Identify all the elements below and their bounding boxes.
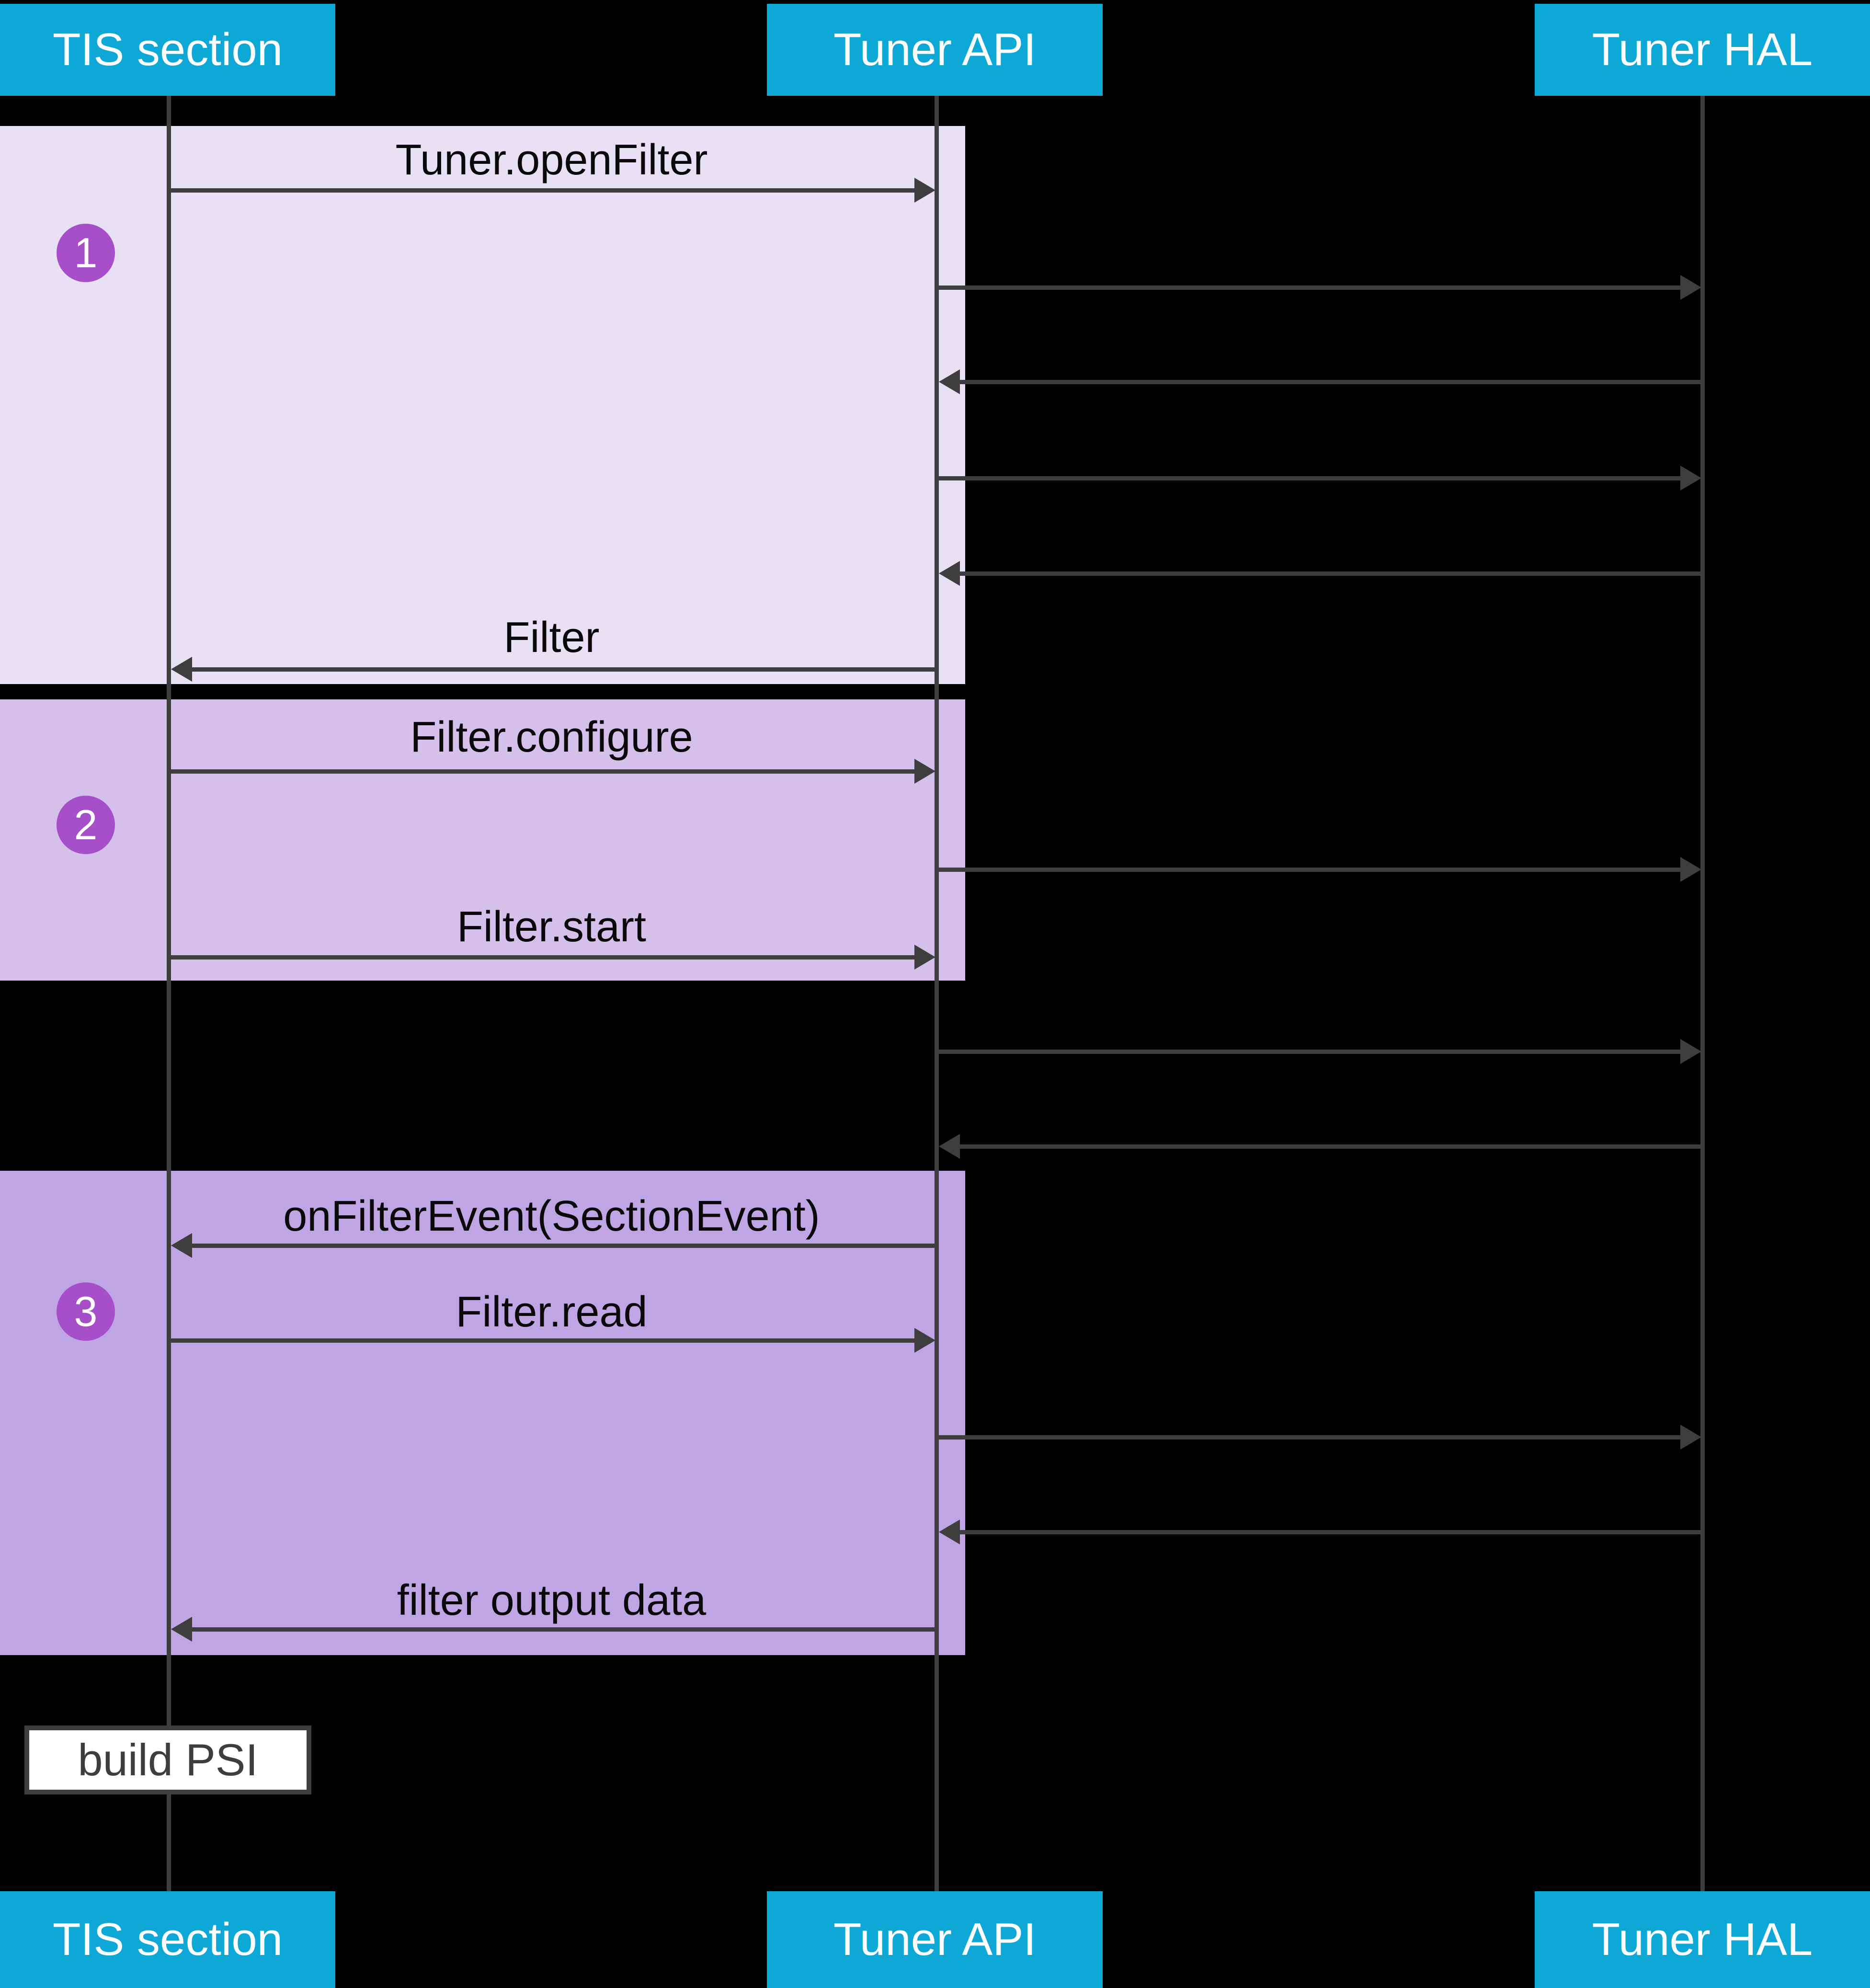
arrow-hal-to-api-2: [960, 571, 1702, 576]
arrowhead-left-icon: [171, 1617, 192, 1642]
arrow-filter-start: [169, 955, 914, 960]
participant-header-tis-bottom: TIS section: [0, 1891, 335, 1988]
step-group-1-box: [0, 126, 965, 684]
arrow-filter-configure: [169, 769, 914, 774]
arrow-filter-return: [192, 667, 935, 672]
participant-header-tuner-api-bottom: Tuner API: [767, 1891, 1103, 1988]
arrow-api-to-hal-2: [936, 476, 1680, 480]
arrowhead-right-icon: [914, 945, 935, 970]
lifeline-tis-section: [167, 96, 171, 1891]
arrow-on-filter-event: [192, 1244, 935, 1248]
lifeline-tuner-api: [935, 96, 939, 1891]
arrow-filter-read: [169, 1338, 914, 1343]
step-badge-3: 3: [57, 1282, 115, 1341]
step-group-2-box: [0, 699, 965, 981]
arrowhead-left-icon: [939, 369, 960, 394]
arrowhead-right-icon: [1680, 1425, 1701, 1450]
arrowhead-right-icon: [1680, 275, 1701, 300]
step-badge-2: 2: [57, 796, 115, 854]
arrow-api-to-hal-1: [936, 286, 1680, 290]
participant-header-tis-top: TIS section: [0, 4, 335, 96]
arrow-tuner-open-filter: [169, 188, 914, 193]
message-label-filter-output-data: filter output data: [397, 1577, 707, 1624]
participant-header-tuner-hal-bottom: Tuner HAL: [1535, 1891, 1870, 1988]
message-label-filter-read: Filter.read: [456, 1288, 648, 1336]
message-label-filter-configure: Filter.configure: [410, 713, 693, 761]
arrowhead-left-icon: [939, 1520, 960, 1544]
message-label-filter-start: Filter.start: [456, 903, 647, 951]
step-badge-1: 1: [57, 224, 115, 282]
step-group-3-box: [0, 1171, 965, 1655]
participant-header-tuner-hal-top: Tuner HAL: [1535, 4, 1870, 96]
lifeline-tuner-hal: [1700, 96, 1705, 1891]
arrowhead-right-icon: [1680, 857, 1701, 882]
arrow-hal-to-api-4: [960, 1530, 1702, 1534]
message-label-filter-return: Filter: [503, 614, 600, 662]
arrow-hal-to-api-1: [960, 380, 1702, 384]
arrowhead-left-icon: [939, 1134, 960, 1159]
arrowhead-left-icon: [171, 1233, 192, 1258]
arrowhead-left-icon: [171, 657, 192, 682]
message-label-on-filter-event: onFilterEvent(SectionEvent): [283, 1192, 820, 1240]
arrowhead-right-icon: [1680, 1039, 1701, 1064]
arrow-filter-output-data: [192, 1627, 935, 1632]
arrowhead-right-icon: [914, 759, 935, 784]
arrow-hal-to-api-3: [960, 1144, 1702, 1149]
arrowhead-right-icon: [1680, 466, 1701, 491]
arrow-api-to-hal-3: [936, 868, 1680, 872]
arrow-api-to-hal-5: [936, 1435, 1680, 1440]
arrowhead-right-icon: [914, 178, 935, 203]
message-label-tuner-open-filter: Tuner.openFilter: [395, 136, 708, 184]
arrowhead-right-icon: [914, 1328, 935, 1353]
arrowhead-left-icon: [939, 561, 960, 586]
arrow-api-to-hal-4: [936, 1050, 1680, 1054]
participant-header-tuner-api-top: Tuner API: [767, 4, 1103, 96]
build-psi-note: build PSI: [24, 1725, 311, 1794]
